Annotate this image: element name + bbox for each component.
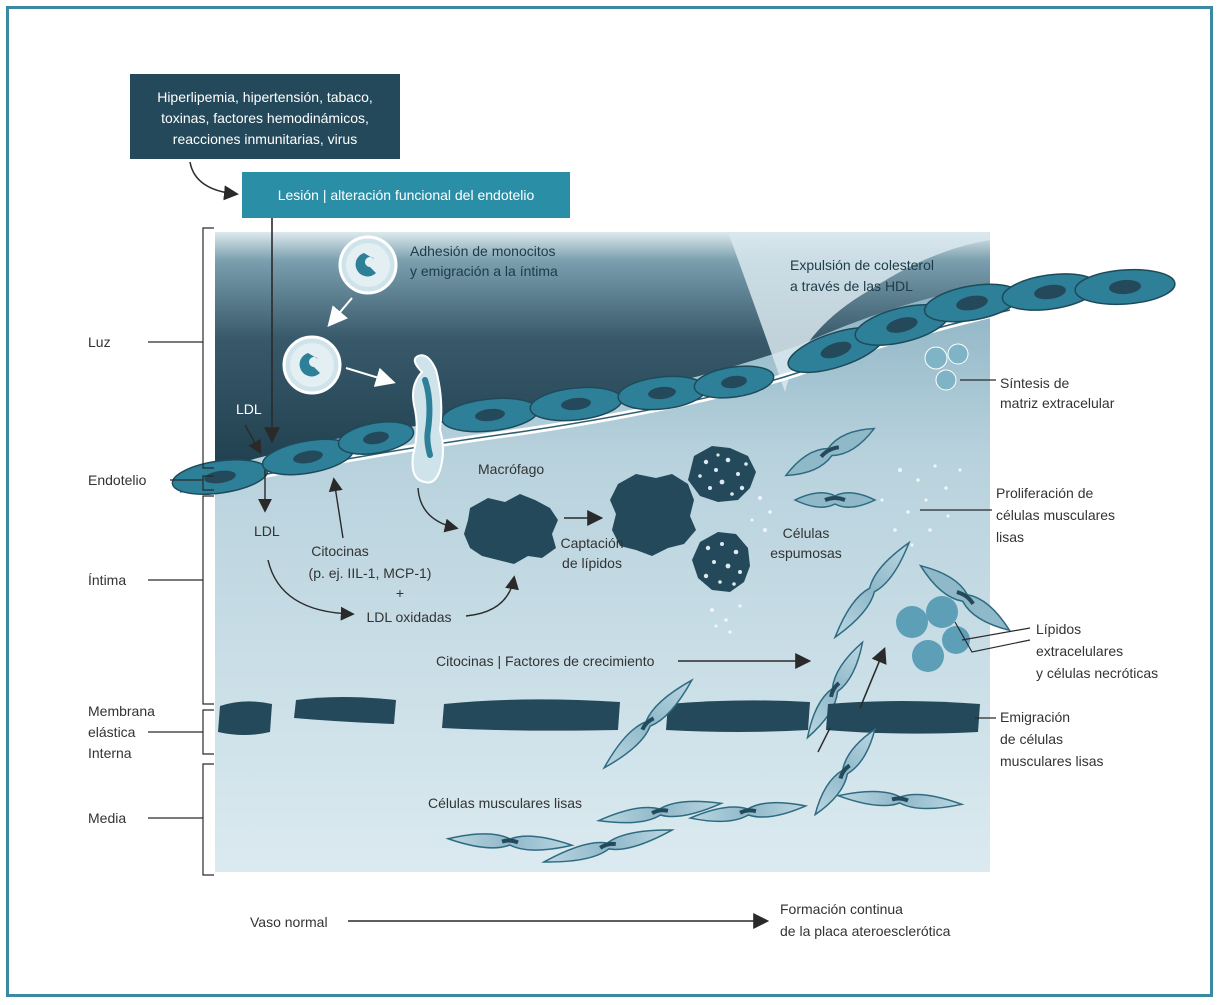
citocinas-label-3: + — [396, 585, 404, 601]
espumosas-label-1: Células — [783, 525, 830, 541]
adhesion-label-2: y emigración a la íntima — [410, 263, 558, 279]
label-endotelio: Endotelio — [88, 472, 147, 488]
celulas-musculares-label: Células musculares lisas — [428, 795, 582, 811]
vaso-normal-label: Vaso normal — [250, 914, 328, 930]
monocyte-icon — [284, 337, 340, 393]
proliferacion-label-1: Proliferación de — [996, 485, 1093, 501]
label-membrana-1: Membrana — [88, 703, 155, 719]
sintesis-label-2: matriz extracelular — [1000, 395, 1115, 411]
adhesion-label-1: Adhesión de monocitos — [410, 243, 556, 259]
label-luz: Luz — [88, 334, 111, 350]
label-membrana-3: Interna — [88, 745, 132, 761]
formacion-label-2: de la placa ateroesclerótica — [780, 923, 951, 939]
citocinas-label-2: (p. ej. IIL-1, MCP-1) — [309, 565, 432, 581]
sintesis-label-1: Síntesis de — [1000, 375, 1069, 391]
risk-factors-line-2: toxinas, factores hemodinámicos, — [161, 110, 369, 126]
expulsion-label-1: Expulsión de colesterol — [790, 257, 934, 273]
risk-factors-line-1: Hiperlipemia, hipertensión, tabaco, — [157, 89, 373, 105]
espumosas-label-2: espumosas — [770, 545, 842, 561]
emigracion-label-1: Emigración — [1000, 709, 1070, 725]
monocyte-icon — [340, 237, 396, 293]
label-membrana-2: elástica — [88, 724, 136, 740]
left-brackets — [203, 228, 214, 875]
citocinas-label-1: Citocinas — [311, 543, 369, 559]
label-media: Media — [88, 810, 126, 826]
label-intima: Íntima — [88, 572, 126, 588]
macrofago-label: Macrófago — [478, 461, 544, 477]
lipidos-label-3: y células necróticas — [1036, 665, 1158, 681]
proliferacion-label-3: lisas — [996, 529, 1024, 545]
ldl-label-intima: LDL — [254, 523, 280, 539]
captacion-label-2: de lípidos — [562, 555, 622, 571]
citocinas-label-4: LDL oxidadas — [366, 609, 451, 625]
lesion-label: Lesión | alteración funcional del endote… — [278, 187, 535, 203]
formacion-label-1: Formación continua — [780, 901, 903, 917]
emigracion-label-3: musculares lisas — [1000, 753, 1103, 769]
risk-to-lesion-arrow — [190, 162, 236, 194]
lipidos-label-1: Lípidos — [1036, 621, 1081, 637]
expulsion-label-2: a través de las HDL — [790, 278, 913, 294]
proliferacion-label-2: células musculares — [996, 507, 1115, 523]
risk-factors-line-3: reacciones inmunitarias, virus — [173, 131, 357, 147]
emigracion-label-2: de células — [1000, 731, 1063, 747]
ldl-label-lumen: LDL — [236, 401, 262, 417]
citocinas-factores-label: Citocinas | Factores de crecimiento — [436, 653, 655, 669]
lipidos-label-2: extracelulares — [1036, 643, 1123, 659]
captacion-label-1: Captación — [560, 535, 623, 551]
